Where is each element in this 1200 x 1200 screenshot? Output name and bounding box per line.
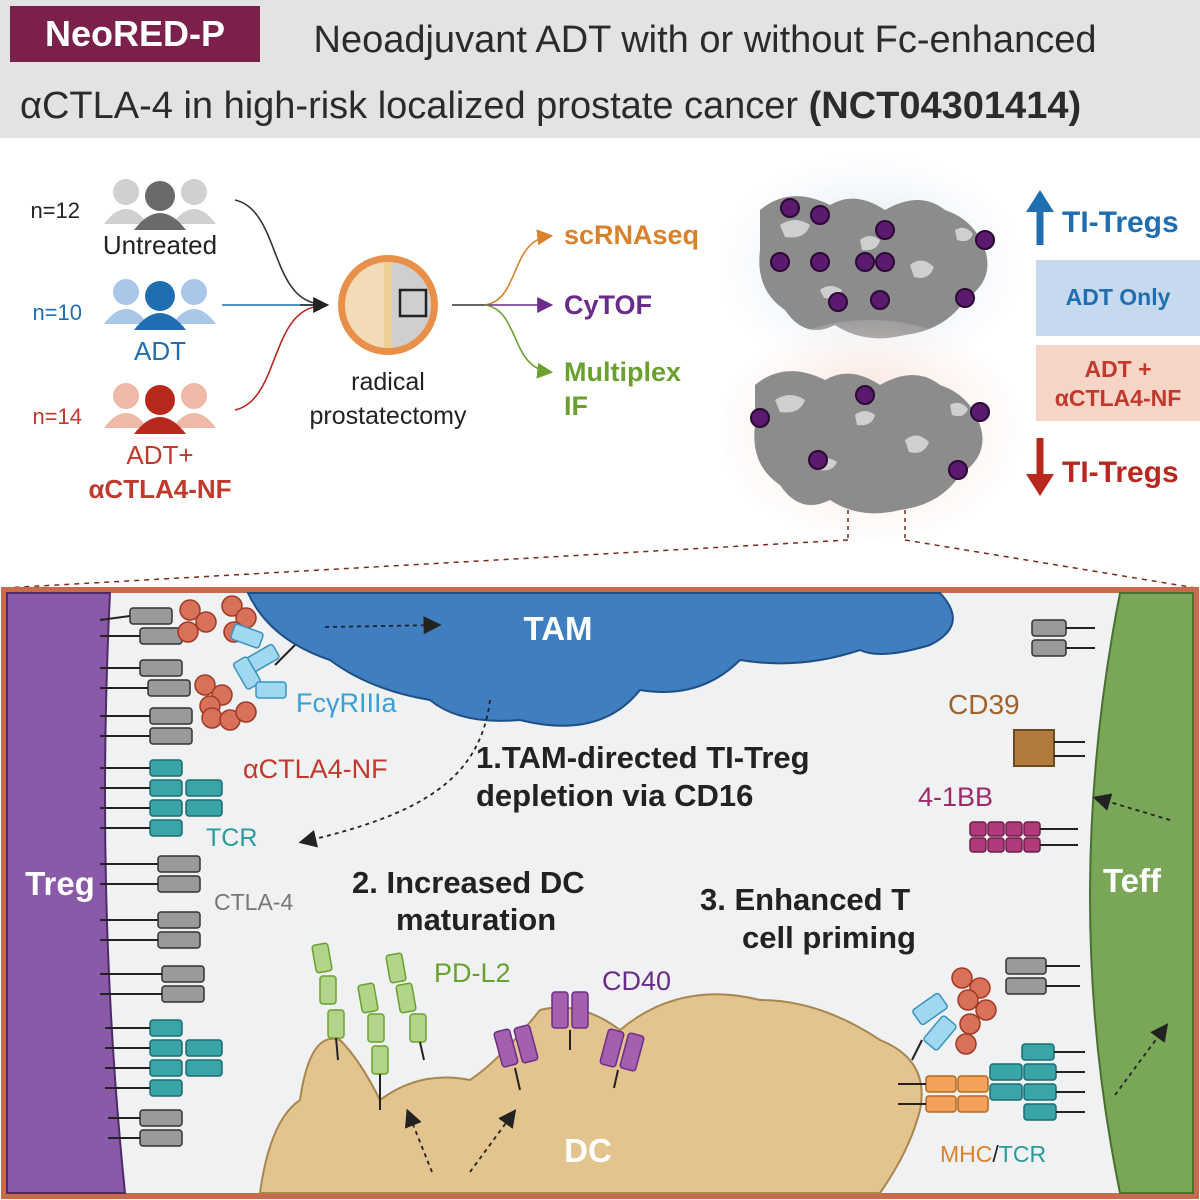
untreated-connector xyxy=(234,199,321,305)
treg-receptors xyxy=(99,607,223,1147)
pdl2-label: PD-L2 xyxy=(434,958,511,988)
tregs-increase-label: TI-Tregs xyxy=(1062,206,1179,239)
assay-cytof: CyTOF xyxy=(564,290,652,320)
teff-cell xyxy=(1089,592,1194,1194)
combo-connector xyxy=(234,305,321,411)
badge-label: NeoRED-P xyxy=(45,13,225,54)
cd39-receptor xyxy=(1013,729,1055,767)
teff-label: Teff xyxy=(1103,862,1162,899)
step3-line1: 3. Enhanced T xyxy=(700,882,910,917)
combo-tissue-icon xyxy=(750,371,990,514)
step2-line2: maturation xyxy=(396,902,556,937)
untreated-people-icon xyxy=(104,179,216,230)
tcr-label: TCR xyxy=(206,824,257,852)
adt-count: n=10 xyxy=(32,300,82,325)
untreated-count: n=12 xyxy=(30,198,80,223)
scrnaseq-arrow xyxy=(484,229,554,306)
step1-line1: 1.TAM-directed TI-Treg xyxy=(476,740,810,775)
combo-result-line2: αCTLA4-NF xyxy=(1055,385,1182,411)
zoom-line-right xyxy=(904,539,1197,589)
if-arrow xyxy=(484,304,554,379)
antibody-label: αCTLA4-NF xyxy=(243,754,388,784)
dc-receptors xyxy=(311,942,997,1113)
cd41bb-label: 4-1BB xyxy=(918,782,993,812)
fc-receptor-label: FcγRIIIa xyxy=(296,688,397,718)
prostate-icon xyxy=(338,255,438,355)
cd40-receptor xyxy=(493,991,645,1072)
step1-line2: depletion via CD16 xyxy=(476,778,753,813)
combo-result-box xyxy=(1036,345,1200,421)
adt-people-icon xyxy=(104,279,216,330)
combo-people-icon xyxy=(104,383,216,434)
mechanism-arrows xyxy=(298,616,1171,1173)
surgery-label-line1: radical xyxy=(351,368,425,396)
tregs-decrease-label: TI-Tregs xyxy=(1062,456,1179,489)
assay-if: IF xyxy=(564,391,588,421)
header-title-line1: Neoadjuvant ADT with or without Fc-enhan… xyxy=(314,19,1097,61)
down-arrow-icon xyxy=(1026,438,1054,496)
combo-label-line1: ADT+ xyxy=(126,440,193,470)
treg-label: Treg xyxy=(25,865,95,902)
teff-receptors xyxy=(969,619,1095,1121)
tam-label: TAM xyxy=(523,610,592,647)
adt-label: ADT xyxy=(134,336,186,366)
adt-tissue-icon xyxy=(759,196,995,339)
cd41bb-receptor xyxy=(969,821,1041,853)
header-title-line2: αCTLA-4 in high-risk localized prostate … xyxy=(20,85,1081,127)
pdl2-receptor xyxy=(311,942,427,1075)
antibody-icon xyxy=(177,595,296,731)
step2-line1: 2. Increased DC xyxy=(352,865,585,900)
combo-label-line2: αCTLA4-NF xyxy=(88,474,231,504)
adt-only-label: ADT Only xyxy=(1066,284,1171,310)
up-arrow-icon xyxy=(1026,190,1054,245)
combo-count: n=14 xyxy=(32,404,82,429)
untreated-label: Untreated xyxy=(103,230,217,260)
ctla4-label: CTLA-4 xyxy=(214,889,293,915)
mhc-tcr-label: MHC/TCR xyxy=(940,1141,1046,1167)
assay-multiplex: Multiplex xyxy=(564,357,681,387)
badge xyxy=(10,6,260,62)
mhc-receptor xyxy=(925,1075,989,1113)
adt-only-box xyxy=(1036,260,1200,336)
dc-label: DC xyxy=(564,1132,612,1169)
cd39-label: CD39 xyxy=(948,689,1020,720)
combo-result-line1: ADT + xyxy=(1084,356,1151,382)
surgery-label-line2: prostatectomy xyxy=(309,402,467,430)
zoom-line-left xyxy=(3,539,849,589)
assay-scrnaseq: scRNAseq xyxy=(564,220,699,250)
cd40-label: CD40 xyxy=(602,966,671,996)
step3-line2: cell priming xyxy=(742,920,916,955)
treg-cell xyxy=(6,592,127,1194)
